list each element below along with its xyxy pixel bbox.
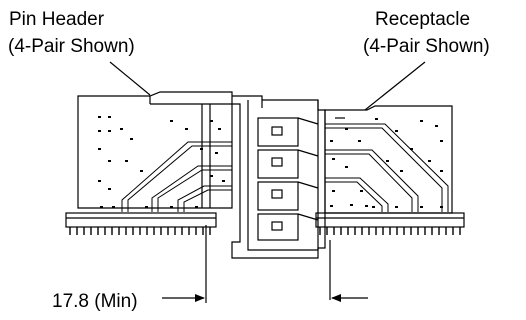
via-dot: [440, 140, 443, 142]
via-dot: [210, 175, 213, 177]
via-dot: [435, 125, 438, 127]
via-dot: [98, 116, 101, 118]
receptacle-base: [315, 212, 465, 228]
pin-rows: [69, 227, 461, 235]
via-dot: [372, 206, 375, 208]
via-dot: [170, 120, 173, 122]
mating-housing: [231, 95, 326, 259]
dimension-label: 17.8 (Min): [52, 291, 138, 312]
via-dot: [420, 120, 423, 122]
arrowhead-right: [331, 294, 341, 302]
receptacle-leader: [364, 61, 426, 111]
via-dot: [375, 118, 378, 120]
contact-windows: [257, 117, 319, 241]
via-dot: [332, 190, 335, 192]
via-dot: [108, 188, 111, 190]
via-dot: [410, 148, 413, 150]
receptacle-body: [324, 105, 453, 214]
via-dot: [120, 128, 123, 130]
via-dot: [350, 204, 353, 206]
pin-header-base: [65, 212, 217, 228]
via-dot: [195, 206, 198, 208]
via-dot: [98, 130, 101, 132]
via-dot: [330, 140, 333, 142]
via-dot: [332, 158, 335, 160]
via-dot: [400, 170, 403, 172]
via-dot: [395, 130, 398, 132]
receptacle-traces: [325, 123, 449, 212]
via-dot: [428, 160, 431, 162]
via-dot: [395, 206, 398, 208]
arrowhead-left: [195, 294, 205, 302]
pin-header-subtitle: (4-Pair Shown): [8, 36, 135, 57]
via-dot: [365, 205, 368, 207]
via-dot: [210, 120, 213, 122]
via-dot: [112, 206, 115, 208]
via-dot: [386, 160, 389, 162]
via-marks: [98, 116, 443, 208]
via-dot: [440, 206, 443, 208]
via-dot: [222, 180, 225, 182]
pin-header-body: [77, 91, 233, 209]
via-dot: [200, 148, 203, 150]
via-dot: [108, 116, 111, 118]
pin-header-title: Pin Header: [9, 9, 105, 30]
via-dot: [345, 166, 348, 168]
via-dot: [218, 128, 221, 130]
via-dot: [440, 170, 443, 172]
pin-header-traces: [121, 141, 232, 212]
pin-header-leader: [109, 61, 151, 96]
via-dot: [140, 170, 143, 172]
via-dot: [215, 152, 218, 154]
via-dot: [145, 206, 148, 208]
via-dot: [330, 205, 333, 207]
via-dot: [170, 206, 173, 208]
via-dot: [98, 148, 101, 150]
via-dot: [100, 206, 103, 208]
via-dot: [360, 190, 363, 192]
via-dot: [358, 140, 361, 142]
via-dot: [345, 128, 348, 130]
via-dot: [420, 206, 423, 208]
via-dot: [130, 138, 133, 140]
receptacle-title: Receptacle: [375, 9, 471, 30]
via-dot: [108, 130, 111, 132]
via-dot: [98, 180, 101, 182]
via-dot: [108, 160, 111, 162]
via-dot: [185, 128, 188, 130]
via-dot: [125, 160, 128, 162]
receptacle-subtitle: (4-Pair Shown): [363, 36, 490, 57]
